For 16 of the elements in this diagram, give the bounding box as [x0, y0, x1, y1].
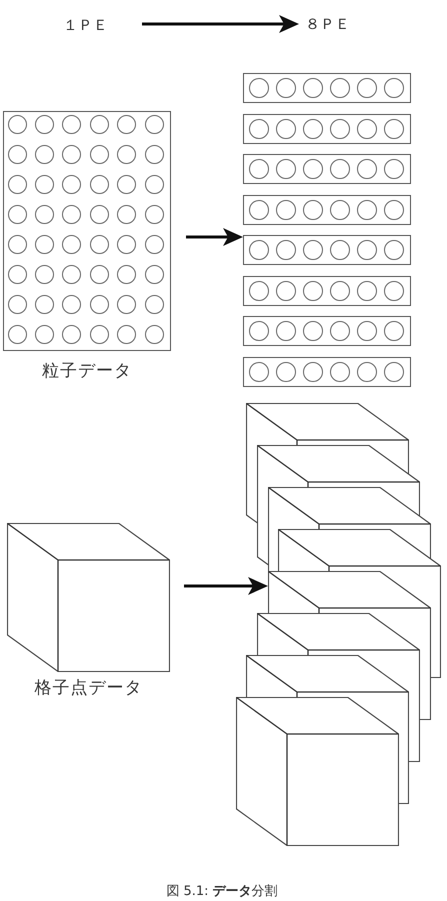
- particle-box: [243, 195, 411, 225]
- data-label: 格子点データ: [34, 678, 142, 698]
- particle-box: [243, 154, 411, 184]
- particle-box: [243, 73, 411, 103]
- column-heading: １ＰＥ: [63, 16, 108, 34]
- particle-box: [243, 235, 411, 265]
- particle-box: [243, 276, 411, 306]
- arrow: [184, 577, 268, 595]
- particle-box: [243, 114, 411, 144]
- particle-box: [243, 357, 411, 387]
- data-label: 粒子データ: [42, 361, 132, 381]
- figure-caption: 図 5.1: データ分割: [166, 884, 278, 900]
- column-heading: ８ＰＥ: [305, 15, 350, 33]
- arrow: [142, 15, 299, 33]
- particle-box: [243, 316, 411, 346]
- arrow: [186, 228, 243, 246]
